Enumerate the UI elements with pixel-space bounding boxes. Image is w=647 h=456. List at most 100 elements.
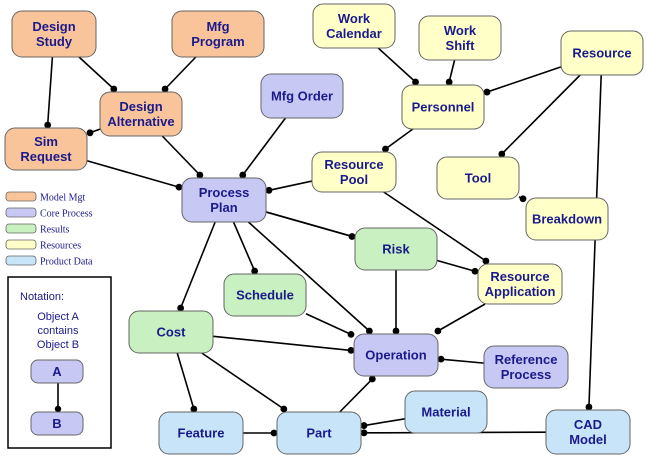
node-label: Operation [365, 348, 426, 363]
node-risk[interactable]: Risk [354, 227, 438, 271]
node-label: Cost [157, 325, 187, 340]
node-breakdown[interactable]: Breakdown [525, 197, 609, 241]
node-label: Study [36, 34, 73, 49]
edge-dot-cost [177, 304, 185, 312]
node-box [99, 91, 183, 137]
notation-title: Notation: [20, 291, 64, 303]
node-label: Mfg [206, 19, 229, 34]
edge-dot-personnel [412, 78, 419, 86]
node-label: Resource [324, 157, 383, 172]
node-box [354, 227, 438, 271]
node-box [477, 263, 563, 305]
edge-design-study-to-design-alternative [78, 56, 115, 90]
edge-dot-design-alternative [161, 85, 169, 93]
edge-personnel-to-resource-pool [385, 128, 414, 150]
node-label: Plan [210, 200, 238, 215]
node-mfg-order[interactable]: Mfg Order [260, 73, 344, 119]
edge-dot-resource-application [471, 267, 479, 275]
edge-process-plan-to-operation [247, 221, 370, 332]
node-label: Material [421, 405, 470, 420]
node-box [353, 333, 439, 377]
node-label: Request [20, 149, 72, 164]
edge-dot-operation [347, 330, 355, 338]
edge-dot-feature [190, 405, 198, 413]
notation-line-2: contains [38, 325, 79, 337]
edge-mfg-order-to-process-plan [242, 117, 287, 176]
node-part[interactable]: Part [276, 411, 362, 455]
edge-dot-resource-application [482, 257, 490, 265]
node-box [483, 345, 569, 389]
node-tool[interactable]: Tool [436, 156, 520, 200]
edge-dot-operation [392, 327, 400, 335]
node-personnel[interactable]: Personnel [401, 84, 485, 130]
legend-label-product-data: Product Data [40, 257, 93, 268]
node-box [128, 310, 214, 354]
node-box [311, 151, 397, 193]
node-operation[interactable]: Operation [353, 333, 439, 377]
legend-label-core-process: Core Process [40, 209, 93, 220]
edge-cost-to-part [201, 352, 285, 410]
node-label: Work [338, 11, 371, 26]
edge-dot-cad-model [585, 403, 593, 411]
node-cost[interactable]: Cost [128, 310, 214, 354]
edge-resource-to-personnel [486, 66, 562, 93]
legend-swatch-results [5, 223, 37, 234]
node-label: Tool [465, 171, 491, 186]
edge-layer [44, 47, 602, 437]
node-label: Design [32, 19, 75, 34]
node-box [171, 10, 265, 58]
node-label: Feature [178, 426, 225, 441]
node-box [223, 273, 307, 317]
node-box [404, 390, 488, 434]
node-label: Resource [490, 269, 549, 284]
node-resource[interactable]: Resource [560, 30, 644, 76]
edge-dot-process-plan [175, 183, 183, 191]
node-label: Process [199, 185, 250, 200]
edge-design-alternative-to-process-plan [161, 135, 201, 176]
node-box [11, 10, 97, 58]
edge-work-calendar-to-personnel [377, 47, 417, 83]
svg-text:A: A [52, 364, 62, 379]
edge-dot-operation [368, 375, 376, 383]
edge-dot-process-plan [239, 171, 247, 179]
legend-swatch-model-mgt [5, 191, 37, 202]
node-box [4, 127, 88, 171]
node-box [401, 84, 485, 130]
edge-resource-to-tool [501, 74, 581, 155]
notation-box: Notation: Object A contains Object B A B [7, 276, 112, 449]
node-box [158, 411, 244, 455]
edge-dot-sim-request [86, 129, 94, 137]
node-schedule[interactable]: Schedule [223, 273, 307, 317]
node-label: CAD [574, 417, 602, 432]
edge-dot-resource-pool [382, 145, 389, 153]
node-label: Resource [572, 46, 631, 61]
edge-dot-operation [437, 355, 445, 363]
node-label: Personnel [412, 100, 475, 115]
notation-line-1: Object A [37, 311, 79, 323]
edge-cost-to-feature [176, 352, 195, 410]
edge-process-plan-to-cost [179, 221, 216, 309]
legend-swatch-product-data [5, 255, 37, 266]
node-feature[interactable]: Feature [158, 411, 244, 455]
node-label: Calendar [326, 26, 382, 41]
node-label: Program [191, 34, 244, 49]
edge-sim-request-to-process-plan [86, 159, 180, 188]
node-label: Risk [382, 242, 410, 257]
edge-dot-operation [365, 327, 373, 335]
legend-label-results: Results [40, 225, 70, 236]
node-label: Design [119, 99, 162, 114]
node-material[interactable]: Material [404, 390, 488, 434]
edge-dot-part [280, 405, 288, 413]
